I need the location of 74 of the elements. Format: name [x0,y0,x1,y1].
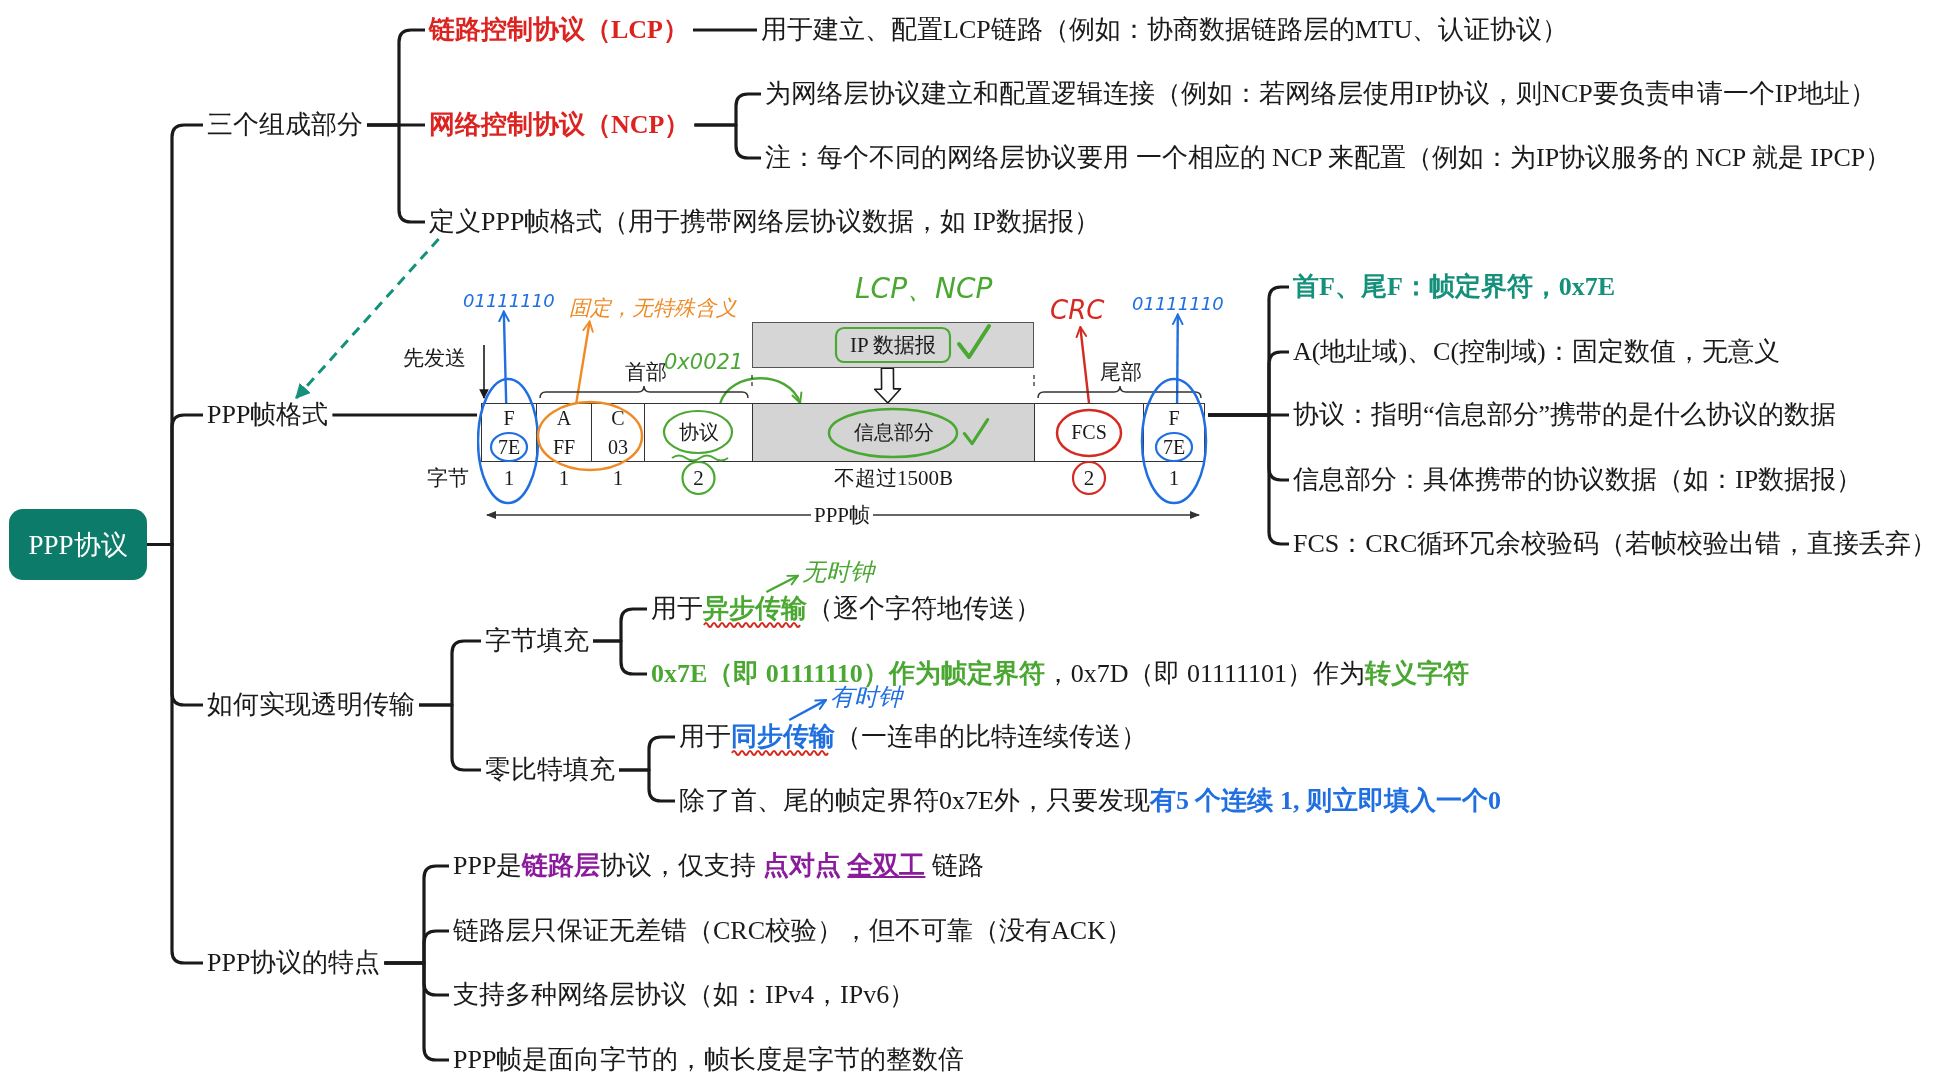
subtopic-label: 链路控制协议（LCP） [425,13,693,47]
byte-count: 1 [1167,467,1181,489]
connector-line [147,542,203,965]
byte-count: 1 [502,467,516,489]
subtopic-label: 用于同步传输（一连串的比特连续传送） [675,720,1151,754]
subtopic-label: 首F、尾F：帧定界符，0x7E [1289,270,1620,304]
subtopic-label: 字节填充 [481,624,593,658]
arrow [575,320,594,404]
connector-line [593,639,647,676]
byte-count: 不超过1500B [833,467,954,489]
subtopic-label: A(地址域)、C(控制域)：固定数值，无意义 [1289,335,1784,369]
subtopic-label: 定义PPP帧格式（用于携带网络层协议数据，如 IP数据报） [425,205,1104,239]
subtopic-label: 注：每个不同的网络层协议要用 一个相应的 NCP 来配置（例如：为IP协议服务的 NCP 就是 IPCP） [761,141,1896,175]
connector-line [367,123,425,224]
handwritten-note: 固定，无特殊含义 [565,294,741,322]
field-name: F [1168,407,1180,429]
field-value: 7E [1162,436,1186,458]
direction-label: 先发送 [402,347,467,369]
connector-line [332,413,477,417]
handwritten-note: 01111110 [459,288,559,312]
subtopic-label: 网络控制协议（NCP） [425,108,695,142]
frame-field [481,403,537,462]
frame-field: 信息部分 [752,403,1035,462]
subtopic-label: 除了首、尾的帧定界符0x7E外，只要发现有5 个连续 1, 则立即填入一个0 [675,784,1505,818]
subtopic-label: 为网络层协议建立和配置逻辑连接（例如：若网络层使用IP协议，则NCP要负责申请一个IP地址） [761,77,1880,111]
byte-count: 2 [1082,467,1096,489]
subtopic-label: 支持多种网络层协议（如：IPv4，IPv6） [449,978,920,1012]
field-name: C [611,407,625,429]
field-value: FF [552,436,576,458]
arrow [1075,326,1091,404]
subtopic-label: 零比特填充 [481,753,619,787]
field-name: F [503,407,515,429]
dimension-label: PPP帧 [811,504,873,526]
row-label: 字节 [426,467,470,489]
subtopic-label: PPP帧是面向字节的，帧长度是字节的整数倍 [449,1043,969,1077]
topic-label: PPP帧格式 [203,398,333,432]
subtopic-label: 协议：指明“信息部分”携带的是什么协议的数据 [1289,398,1841,432]
field-name: A [556,407,572,429]
handwritten-note: 01111110 [1128,291,1228,315]
handwritten-note: 无时钟 [798,556,878,588]
subtopic-label: FCS：CRC循环冗余校验码（若帧校验出错，直接丢弃） [1289,527,1942,561]
topic-label: PPP协议的特点 [203,946,385,980]
field-value: 7E [497,436,521,458]
subtopic-label: 信息部分：具体携带的协议数据（如：IP数据报） [1289,463,1867,497]
frame-field: FCS [1034,403,1144,462]
arrow [498,310,510,404]
subtopic-label: PPP是链路层协议，仅支持 点对点 全双工 链路 [449,849,988,883]
datagram-box: IP 数据报 [752,322,1034,368]
arrow [719,377,802,404]
connector-line [619,768,675,803]
arrow [788,699,827,722]
handwritten-note: CRC [1046,293,1109,327]
byte-count: 2 [692,467,705,489]
byte-count: 1 [557,467,571,489]
subtopic-label: 用于异步传输（逐个字符地传送） [647,592,1045,626]
frame-field [591,403,645,462]
subtopic-label: 链路层只保证无差错（CRC校验），但不可靠（没有ACK） [449,914,1136,948]
brace-label: 尾部 [1099,361,1143,383]
topic-label: 三个组成部分 [203,108,367,142]
frame-field [536,403,592,462]
connector-line [693,28,757,32]
byte-count: 1 [611,467,625,489]
root-topic: PPP协议 [9,509,147,580]
block-arrow [873,367,902,404]
subtopic-label: 用于建立、配置LCP链路（例如：协商数据链路层的MTU、认证协议） [757,13,1573,47]
frame-field [1143,403,1205,462]
brace-label: 首部 [624,361,667,383]
field-value: 03 [608,436,628,458]
arrow [1171,313,1184,403]
connector-line [694,123,761,160]
dashed-arrow [295,238,440,400]
topic-label: 如何实现透明传输 [203,688,419,722]
arrow [765,574,799,594]
handwritten-note: LCP、NCP [854,271,994,307]
